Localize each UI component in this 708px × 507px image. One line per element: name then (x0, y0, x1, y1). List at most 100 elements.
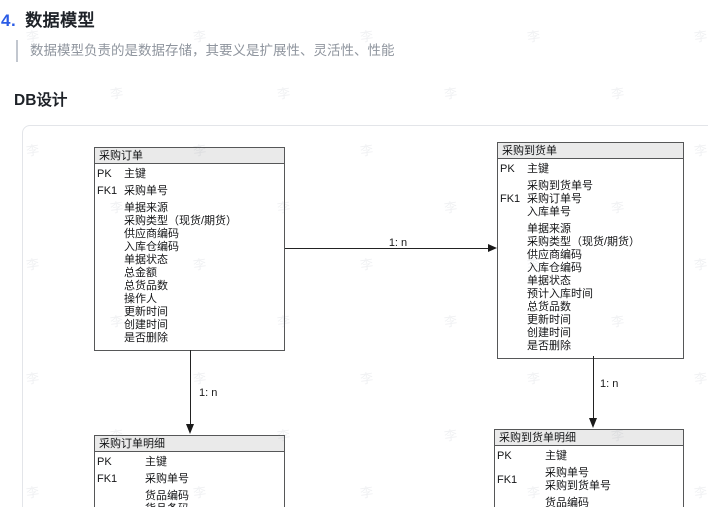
er-attribute-name: 单据来源 (527, 223, 571, 235)
er-attribute-row: 采购类型（现货/期货） (95, 215, 284, 228)
er-attribute-name: 总金额 (124, 267, 157, 279)
er-attribute-row: 总货品数 (498, 301, 683, 314)
er-attribute-name: 货品编码 (545, 497, 589, 507)
er-attribute-name: 创建时间 (527, 327, 571, 339)
er-attribute-row: 更新时间 (498, 314, 683, 327)
er-attribute-name: 是否删除 (124, 332, 168, 344)
er-attribute-name: 采购类型（现货/期货） (124, 215, 238, 227)
er-attribute-name: 总货品数 (124, 280, 168, 292)
arrowhead-right-icon (488, 244, 497, 252)
er-attribute-name: 更新时间 (124, 306, 168, 318)
er-attribute-row: 入库仓编码 (498, 262, 683, 275)
er-attribute-row: FK1 采购单号采购到货单号 (495, 467, 683, 493)
er-attribute-name: 主键 (545, 450, 567, 462)
er-attribute-name: 采购单号 (124, 185, 168, 197)
er-attribute-name: 单据状态 (124, 254, 168, 266)
er-table-body: PK 主键 FK1 采购单号单据来源采购类型（现货/期货）供应商编码入库仓编码单据状态… (95, 164, 284, 350)
er-attribute-row: 货品条码 (95, 503, 284, 507)
relation-label-pa-pad: 1: n (600, 378, 619, 390)
relation-line-po-pa (285, 248, 489, 249)
er-attribute-name: 操作人 (124, 293, 157, 305)
er-attribute-row: 采购到货单号 (498, 180, 683, 193)
er-attribute-row: 更新时间 (95, 306, 284, 319)
er-attribute-row: PK 主键 (495, 450, 683, 463)
er-attribute-row: 货品编码 (495, 497, 683, 507)
er-key-label: PK (497, 450, 512, 462)
relation-line-pa-pad (593, 356, 594, 419)
er-key-label: FK1 (497, 473, 518, 486)
er-attribute-name: 入库单号 (527, 206, 571, 218)
er-attribute-row: 创建时间 (498, 327, 683, 340)
er-attribute-row: 单据状态 (95, 254, 284, 267)
er-attribute-name: 货品编码 (145, 490, 189, 502)
er-table-title: 采购订单 (95, 148, 284, 164)
er-attribute-name: 采购单号 (145, 473, 189, 485)
er-attribute-row: 总金额 (95, 267, 284, 280)
section-number: 4. (1, 11, 17, 30)
relation-label-po-pod: 1: n (199, 387, 218, 399)
quote-text: 数据模型负责的是数据存储，其要义是扩展性、灵活性、性能 (30, 43, 395, 58)
section-title: 数据模型 (25, 11, 96, 30)
er-attribute-row: 操作人 (95, 293, 284, 306)
er-attribute-name: 单据状态 (527, 275, 571, 287)
er-attribute-name: 采购到货单号 (527, 180, 593, 192)
er-attribute-name: 是否删除 (527, 340, 571, 352)
er-attribute-name: 创建时间 (124, 319, 168, 331)
er-attribute-row: 单据状态 (498, 275, 683, 288)
er-attribute-row: 单据来源 (95, 202, 284, 215)
er-attribute-name: 入库仓编码 (527, 262, 582, 274)
er-table-title: 采购到货单明细 (495, 430, 683, 446)
er-attribute-row: 供应商编码 (95, 228, 284, 241)
er-attribute-name: 预计入库时间 (527, 288, 593, 300)
er-attribute-row: 入库单号 (498, 206, 683, 219)
er-attribute-row: FK1 采购单号 (95, 185, 284, 198)
er-attribute-row: FK1 采购订单号 (498, 193, 683, 206)
er-key-label: PK (97, 168, 112, 180)
er-attribute-row: 货品编码 (95, 490, 284, 503)
er-key-label: FK1 (97, 185, 118, 197)
er-attribute-row: 总货品数 (95, 280, 284, 293)
er-table-purchase-order: 采购订单 PK 主键 FK1 采购单号单据来源采购类型（现货/期货）供应商编码入库仓编码… (94, 147, 285, 351)
relation-line-po-pod (190, 350, 191, 425)
er-attribute-row: 是否删除 (95, 332, 284, 345)
er-attribute-name: 采购订单号 (527, 193, 582, 205)
er-table-title: 采购到货单 (498, 143, 683, 159)
er-attribute-row: 采购类型（现货/期货） (498, 236, 683, 249)
er-key-label: FK1 (97, 473, 118, 485)
er-attribute-row: 供应商编码 (498, 249, 683, 262)
er-attribute-name: 供应商编码 (527, 249, 582, 261)
er-attribute-name: 采购类型（现货/期货） (527, 236, 641, 248)
er-attribute-row: 创建时间 (95, 319, 284, 332)
er-attribute-row: 是否删除 (498, 340, 683, 353)
er-attribute-name: 主键 (124, 168, 146, 180)
subsection-heading: DB设计 (14, 92, 68, 109)
relation-label-po-pa: 1: n (388, 237, 408, 249)
er-attribute-name: 主键 (527, 163, 549, 175)
er-table-body: PK主键FK1采购单号采购到货单号货品编码货品条码 (495, 446, 683, 507)
er-attribute-row: PK 主键 (95, 168, 284, 181)
er-attribute-name: 入库仓编码 (124, 241, 179, 253)
arrowhead-down-icon (186, 424, 194, 434)
er-attribute-name: 货品条码 (145, 503, 189, 507)
er-key-label: PK (97, 456, 112, 468)
er-attribute-name: 总货品数 (527, 301, 571, 313)
quote-block: 数据模型负责的是数据存储，其要义是扩展性、灵活性、性能 (16, 40, 395, 62)
er-attribute-row: FK1 采购单号 (95, 473, 284, 486)
er-attribute-name: 供应商编码 (124, 228, 179, 240)
er-table-title: 采购订单明细 (95, 436, 284, 452)
er-key-label: FK1 (500, 193, 521, 205)
arrowhead-down-icon (589, 418, 597, 428)
er-attribute-row: 预计入库时间 (498, 288, 683, 301)
er-attribute-name: 更新时间 (527, 314, 571, 326)
er-attribute-name: 采购单号采购到货单号 (545, 467, 611, 492)
er-attribute-row: 单据来源 (498, 223, 683, 236)
